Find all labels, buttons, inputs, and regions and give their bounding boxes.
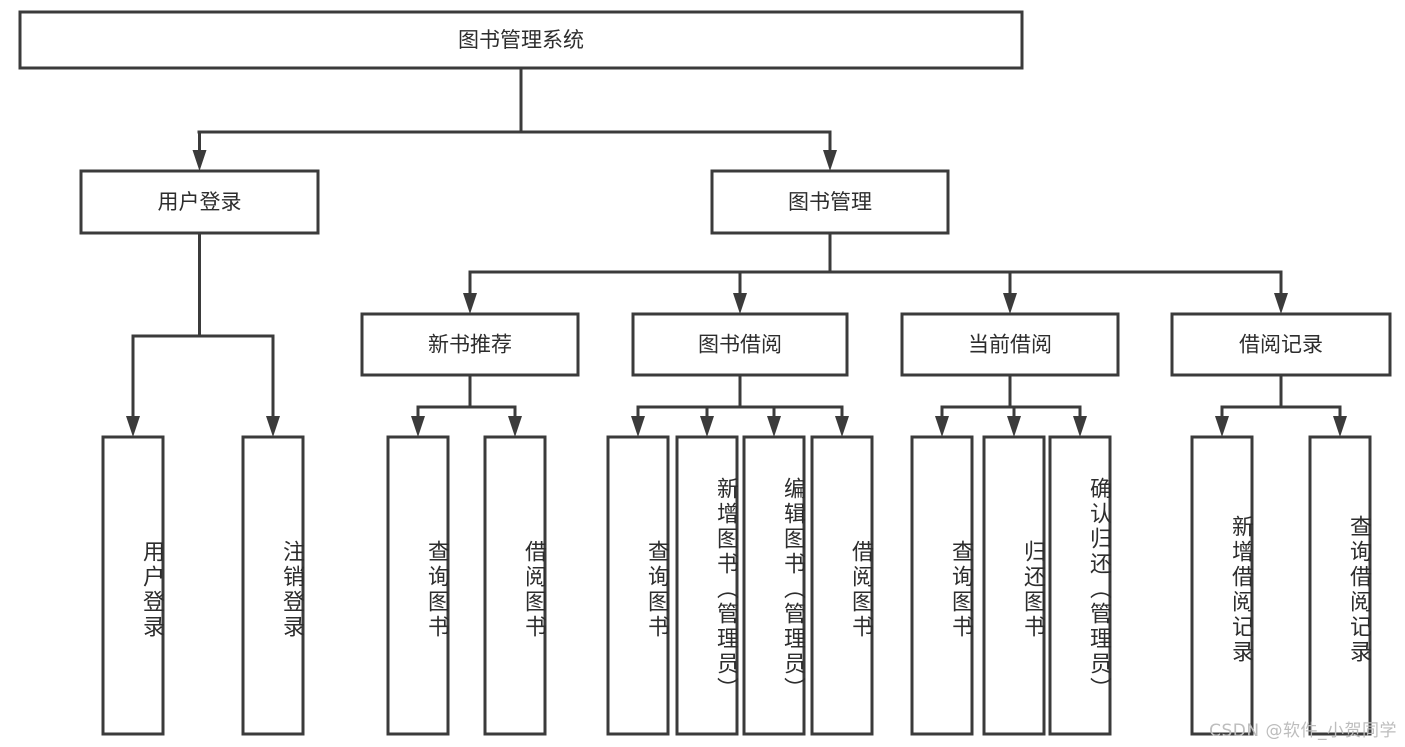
level2-node-借阅记录-3[interactable] (1170, 312, 1392, 377)
watermark-text: CSDN @软件_小贺同学 (1209, 721, 1397, 741)
leaf-node-确认归还管理员-10[interactable] (1048, 435, 1112, 736)
arrow-book-mgmt-to-level2-0 (463, 293, 477, 314)
arrow-head-layer (126, 150, 1347, 437)
arrow-level2-to-leaf-2-1 (1007, 416, 1021, 437)
leaf-node-用户登录-0[interactable] (101, 435, 165, 736)
level2-node-label-借阅记录-3: 借阅记录 (1239, 333, 1323, 357)
arrow-level2-to-leaf-0-0 (411, 416, 425, 437)
arrow-level2-to-leaf-0-1 (508, 416, 522, 437)
arrow-level2-to-leaf-1-0 (631, 416, 645, 437)
leaf-node-查询借阅记录-12[interactable] (1308, 435, 1372, 736)
arrow-level2-to-leaf-3-1 (1333, 416, 1347, 437)
level2-node-图书借阅-1[interactable] (631, 312, 849, 377)
level2-node-label-图书借阅-1: 图书借阅 (698, 333, 782, 357)
arrow-level2-to-leaf-1-2 (767, 416, 781, 437)
level2-node-label-新书推荐-0: 新书推荐 (428, 333, 512, 357)
node-box-layer (18, 10, 1392, 736)
level1-node-label-图书管理-1: 图书管理 (788, 190, 872, 214)
leaf-node-归还图书-9[interactable] (982, 435, 1046, 736)
arrow-level2-to-leaf-3-0 (1215, 416, 1229, 437)
root-node-图书管理系统[interactable] (18, 10, 1024, 70)
connector-layer (131, 66, 1342, 419)
arrow-level2-to-leaf-2-2 (1073, 416, 1087, 437)
arrow-book-mgmt-to-level2-1 (733, 293, 747, 314)
arrow-user-login-to-leaf-1 (266, 416, 280, 437)
leaf-node-注销登录-1[interactable] (241, 435, 305, 736)
leaf-node-新增图书管理员-5[interactable] (675, 435, 739, 736)
level2-node-label-当前借阅-2: 当前借阅 (968, 333, 1052, 357)
root-node-label-图书管理系统: 图书管理系统 (458, 28, 584, 52)
leaf-node-编辑图书管理员-6[interactable] (742, 435, 806, 736)
level1-node-label-用户登录-0: 用户登录 (158, 190, 242, 214)
leaf-node-借阅图书-3[interactable] (483, 435, 547, 736)
arrow-root-to-level1-0 (192, 150, 207, 171)
arrow-level2-to-leaf-2-0 (935, 416, 949, 437)
level1-node-用户登录-0[interactable] (79, 169, 320, 235)
leaf-node-查询图书-4[interactable] (606, 435, 670, 736)
level2-node-当前借阅-2[interactable] (900, 312, 1120, 377)
level1-node-图书管理-1[interactable] (710, 169, 950, 235)
arrow-book-mgmt-to-level2-2 (1003, 293, 1017, 314)
arrow-level2-to-leaf-1-1 (700, 416, 714, 437)
leaf-node-新增借阅记录-11[interactable] (1190, 435, 1254, 736)
arrow-level2-to-leaf-1-3 (835, 416, 849, 437)
leaf-node-查询图书-8[interactable] (910, 435, 974, 736)
leaf-node-借阅图书-7[interactable] (810, 435, 874, 736)
arrow-root-to-level1-1 (823, 150, 837, 171)
leaf-node-查询图书-2[interactable] (386, 435, 450, 736)
arrow-user-login-to-leaf-0 (126, 416, 140, 437)
level2-node-新书推荐-0[interactable] (360, 312, 580, 377)
arrow-book-mgmt-to-level2-3 (1274, 293, 1288, 314)
